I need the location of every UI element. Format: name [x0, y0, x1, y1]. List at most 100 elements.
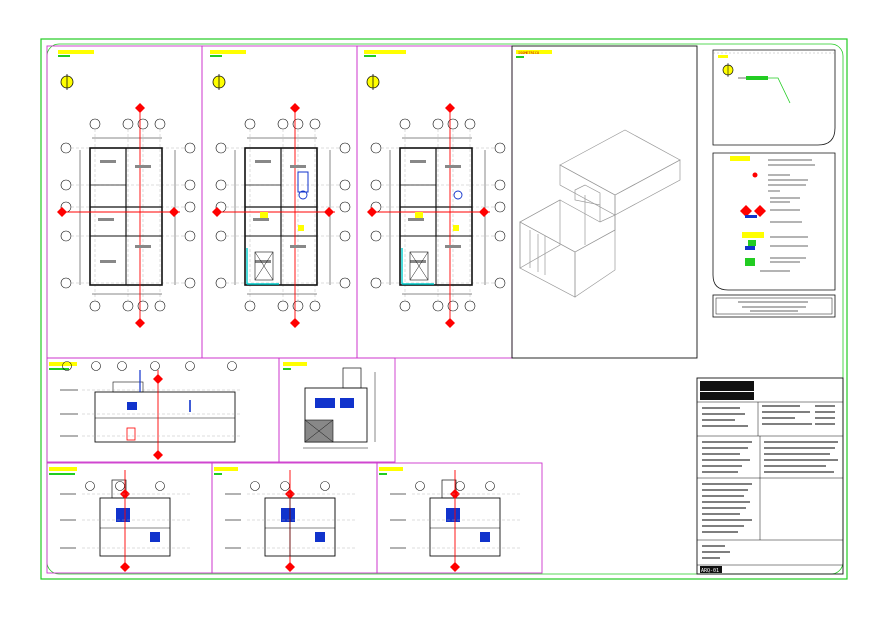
section-marker-icon — [367, 207, 377, 217]
grid-bubble — [370, 142, 382, 154]
sheet-frame-inner — [46, 43, 844, 575]
floor-plan-3 — [367, 103, 506, 328]
section-view — [60, 470, 190, 572]
grid-bubble — [227, 361, 237, 371]
view-title-tags — [49, 50, 552, 475]
grid-bubble — [339, 230, 351, 242]
location-sketch — [712, 49, 836, 146]
grid-bubble — [184, 179, 196, 191]
grid-bubble — [154, 118, 166, 130]
grid-bubble — [122, 300, 134, 312]
section-marker-icon — [57, 207, 67, 217]
grid-bubble — [244, 300, 256, 312]
label-tag — [453, 225, 459, 231]
isometric-viewport — [511, 45, 698, 359]
grid-bubble — [309, 118, 321, 130]
section-marker-icon — [290, 103, 300, 113]
grid-bubble — [464, 300, 476, 312]
grid-bubble — [60, 230, 72, 242]
grid-bubble — [415, 481, 425, 491]
section-marker-icon — [153, 374, 163, 384]
grid-bubble — [399, 300, 411, 312]
grid-bubble — [244, 118, 256, 130]
isometric-label: ISOMETRICO — [518, 51, 539, 55]
grid-bubble — [215, 142, 227, 154]
fixture-icon — [298, 190, 308, 200]
label-tag — [298, 225, 304, 231]
grid-bubble — [494, 201, 506, 213]
grid-bubble — [292, 118, 304, 130]
grid-bubble — [455, 481, 465, 491]
grid-bubble — [215, 277, 227, 289]
grid-bubble — [494, 179, 506, 191]
grid-bubble — [464, 118, 476, 130]
section-marker-icon — [169, 207, 179, 217]
stamp-box — [712, 294, 836, 318]
grid-bubble — [184, 201, 196, 213]
floor-plan-2 — [212, 103, 351, 328]
grid-bubble — [215, 179, 227, 191]
elevations-sections — [60, 361, 520, 572]
grid-bubble — [89, 300, 101, 312]
fixture-icon — [453, 190, 463, 200]
grid-bubble — [280, 481, 290, 491]
grid-bubble — [447, 300, 459, 312]
sheet-frame-outer — [40, 38, 848, 580]
grid-bubble — [370, 277, 382, 289]
section-view — [225, 470, 355, 572]
grid-bubble — [91, 361, 101, 371]
grid-bubble — [339, 179, 351, 191]
section-marker-icon — [153, 450, 163, 460]
elevation-view — [60, 361, 240, 460]
grid-bubble — [309, 300, 321, 312]
grid-bubble — [122, 118, 134, 130]
grid-bubble — [137, 300, 149, 312]
grid-bubble — [494, 142, 506, 154]
section-marker-icon — [290, 318, 300, 328]
grid-bubble — [447, 118, 459, 130]
grid-bubble — [184, 142, 196, 154]
legend-panel — [712, 152, 836, 291]
grid-bubble — [62, 361, 72, 371]
grid-bubble — [150, 361, 160, 371]
grid-bubble — [339, 201, 351, 213]
section-marker-icon — [120, 562, 130, 572]
floor-plan-1 — [57, 103, 196, 328]
section-marker-icon — [324, 207, 334, 217]
grid-bubble — [370, 230, 382, 242]
grid-bubble — [137, 118, 149, 130]
grid-bubble — [60, 142, 72, 154]
grid-bubble — [215, 230, 227, 242]
grid-bubble — [117, 361, 127, 371]
section-marker-icon — [445, 318, 455, 328]
title-block: ARQ-01 — [696, 377, 844, 575]
grid-bubble — [184, 230, 196, 242]
grid-bubble — [155, 481, 165, 491]
grid-bubble — [494, 277, 506, 289]
grid-bubble — [399, 118, 411, 130]
grid-bubble — [494, 230, 506, 242]
grid-bubble — [60, 179, 72, 191]
grid-bubble — [60, 277, 72, 289]
grid-bubble — [485, 481, 495, 491]
section-marker-icon — [479, 207, 489, 217]
grid-bubble — [184, 277, 196, 289]
grid-bubble — [339, 277, 351, 289]
isometric-building — [519, 129, 681, 298]
section-marker-icon — [445, 103, 455, 113]
grid-bubble — [250, 481, 260, 491]
grid-bubble — [185, 361, 195, 371]
north-arrow-icons — [60, 74, 380, 90]
grid-bubble — [432, 300, 444, 312]
grid-bubble — [277, 300, 289, 312]
grid-bubble — [277, 118, 289, 130]
section-marker-icon — [212, 207, 222, 217]
grid-bubble — [89, 118, 101, 130]
grid-bubble — [85, 481, 95, 491]
grid-bubble — [370, 179, 382, 191]
roof-plan-view — [303, 367, 376, 449]
section-marker-icon — [285, 562, 295, 572]
grid-bubble — [115, 481, 125, 491]
grid-bubble — [339, 142, 351, 154]
